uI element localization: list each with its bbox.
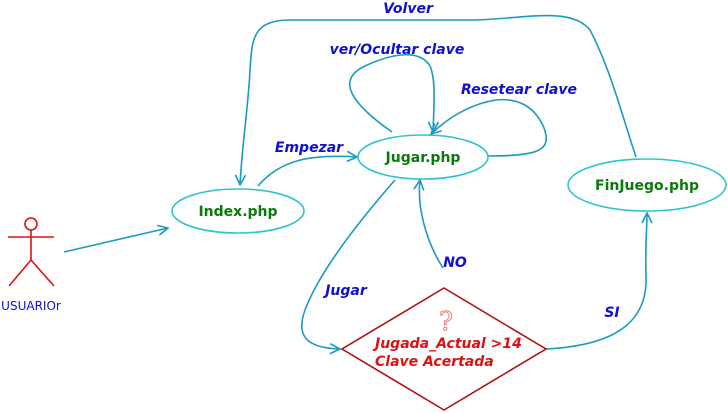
stick-figure-actor-icon: [8, 217, 55, 287]
edge-volver: [240, 14, 637, 185]
edge-si: [545, 213, 647, 350]
edge-label-ver-ocultar: ver/Ocultar clave: [330, 42, 465, 58]
edge-no: [419, 180, 444, 269]
decision-line-2: Clave Acertada: [375, 354, 494, 370]
node-finjuego: FinJuego.php: [567, 158, 727, 212]
edge-actor-to-index: [63, 228, 168, 253]
node-finjuego-label: FinJuego.php: [595, 178, 699, 194]
node-jugar: Jugar.php: [357, 134, 489, 180]
node-jugar-label: Jugar.php: [385, 150, 461, 166]
actor-label: USUARIOr: [1, 299, 61, 313]
decision-node: ? Jugada_Actual >14 Clave Acertada: [340, 287, 548, 411]
edge-empezar: [257, 156, 357, 187]
decision-line-1: Jugada_Actual >14: [372, 336, 522, 352]
edge-label-si: SI: [604, 305, 619, 321]
edge-label-volver: Volver: [383, 1, 434, 17]
node-index-label: Index.php: [198, 204, 277, 220]
node-index: Index.php: [171, 188, 305, 234]
edge-jugar: [300, 179, 396, 349]
edge-ver-ocultar-loop: [348, 54, 434, 132]
edge-resetear-loop: [431, 98, 548, 157]
edge-label-empezar: Empezar: [275, 140, 344, 156]
question-mark-icon: ?: [439, 307, 453, 337]
edge-label-resetear: Resetear clave: [461, 82, 577, 98]
edge-label-no: NO: [443, 255, 467, 271]
edge-label-jugar: Jugar: [322, 283, 368, 299]
